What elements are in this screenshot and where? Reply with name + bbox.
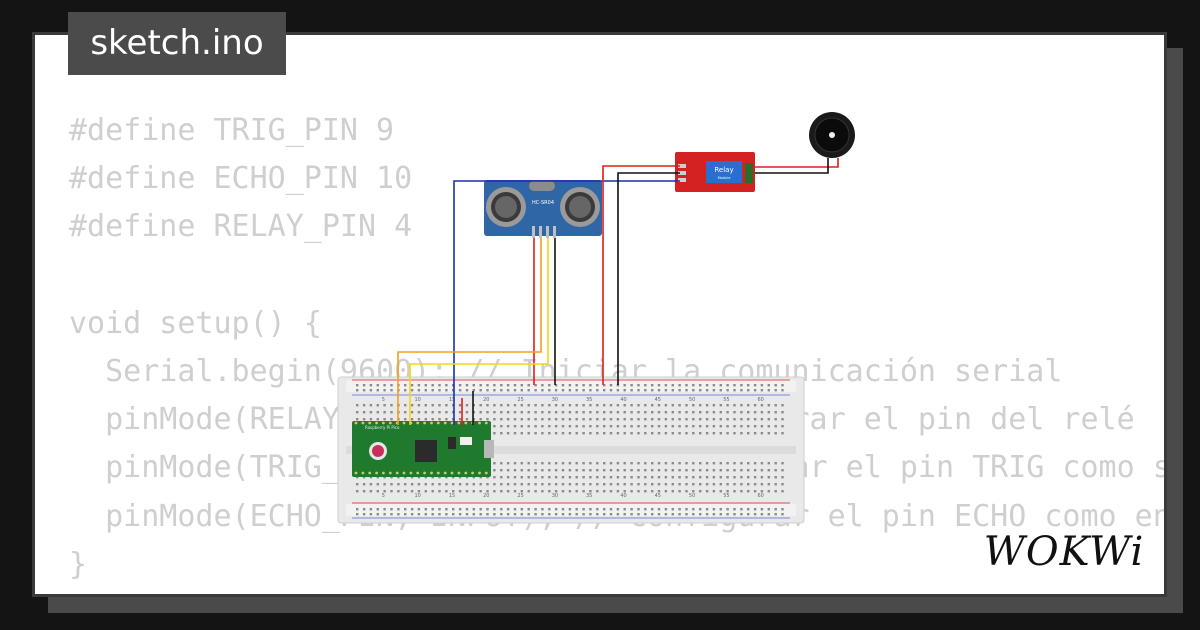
relay-module[interactable]: Relay Module bbox=[675, 152, 755, 192]
breadboard-column-number: 20 bbox=[483, 397, 489, 403]
wires[interactable] bbox=[397, 158, 839, 425]
relay-sublabel: Module bbox=[718, 176, 731, 180]
code-line: void setup() { bbox=[69, 305, 322, 341]
breadboard-column-number: 60 bbox=[758, 397, 764, 403]
breadboard-column-number: 20 bbox=[483, 493, 489, 499]
breadboard-column-number: 15 bbox=[449, 493, 455, 499]
wokwi-logo: WOKWi bbox=[976, 524, 1152, 582]
file-name-tab[interactable]: sketch.ino bbox=[68, 12, 286, 75]
breadboard-column-number: 15 bbox=[449, 397, 455, 403]
breadboard-column-number: 5 bbox=[382, 493, 385, 499]
breadboard-column-number: 35 bbox=[586, 397, 592, 403]
code-line: #define TRIG_PIN 9 bbox=[69, 113, 395, 148]
rp2040-chip bbox=[415, 440, 437, 462]
raspberry-logo-icon-inner bbox=[372, 445, 384, 457]
breadboard-column-number: 55 bbox=[723, 397, 729, 403]
breadboard-column-numbers: 5510101515202025253030353540404545505055… bbox=[382, 397, 764, 499]
raspberry-pi-pico[interactable]: Raspberry Pi Pico bbox=[352, 421, 494, 477]
breadboard-column-number: 30 bbox=[552, 397, 558, 403]
code-line: } bbox=[69, 546, 88, 582]
wire-black-buzzer[interactable] bbox=[755, 158, 829, 174]
breadboard-column-number: 60 bbox=[758, 493, 764, 499]
code-line: #define RELAY_PIN 4 bbox=[69, 209, 413, 245]
sensor-label: HC-SR04 bbox=[532, 200, 554, 206]
breadboard-column-number: 25 bbox=[517, 493, 523, 499]
breadboard-column-number: 45 bbox=[655, 397, 661, 403]
breadboard-column-number: 30 bbox=[552, 493, 558, 499]
buzzer[interactable] bbox=[809, 112, 855, 158]
wire-red-buzzer[interactable] bbox=[755, 158, 839, 168]
wire-black-gnd[interactable] bbox=[617, 172, 680, 385]
wokwi-logo-text: WOKWi bbox=[983, 529, 1145, 575]
wire-orange-trig[interactable] bbox=[397, 238, 542, 425]
breadboard-column-number: 40 bbox=[620, 397, 626, 403]
code-line: #define ECHO_PIN 10 bbox=[69, 161, 413, 197]
wire-yellow-echo[interactable] bbox=[409, 238, 549, 425]
ultrasonic-sensor[interactable]: HC-SR04 bbox=[484, 180, 602, 238]
breadboard-column-number: 10 bbox=[415, 493, 421, 499]
breadboard-column-number: 50 bbox=[689, 493, 695, 499]
breadboard-column-number: 45 bbox=[655, 493, 661, 499]
wire-red-vcc[interactable] bbox=[602, 165, 680, 385]
breadboard-column-number: 35 bbox=[586, 493, 592, 499]
pico-pins bbox=[354, 421, 488, 475]
breadboard-column-number: 25 bbox=[517, 397, 523, 403]
breadboard-column-number: 10 bbox=[415, 397, 421, 403]
breadboard-column-number: 50 bbox=[689, 397, 695, 403]
relay-label: Relay bbox=[714, 166, 733, 174]
pico-label: Raspberry Pi Pico bbox=[365, 425, 400, 430]
breadboard-column-number: 5 bbox=[382, 397, 385, 403]
breadboard-column-number: 55 bbox=[723, 493, 729, 499]
wire-blue[interactable] bbox=[453, 180, 663, 425]
breadboard-column-number: 40 bbox=[620, 493, 626, 499]
